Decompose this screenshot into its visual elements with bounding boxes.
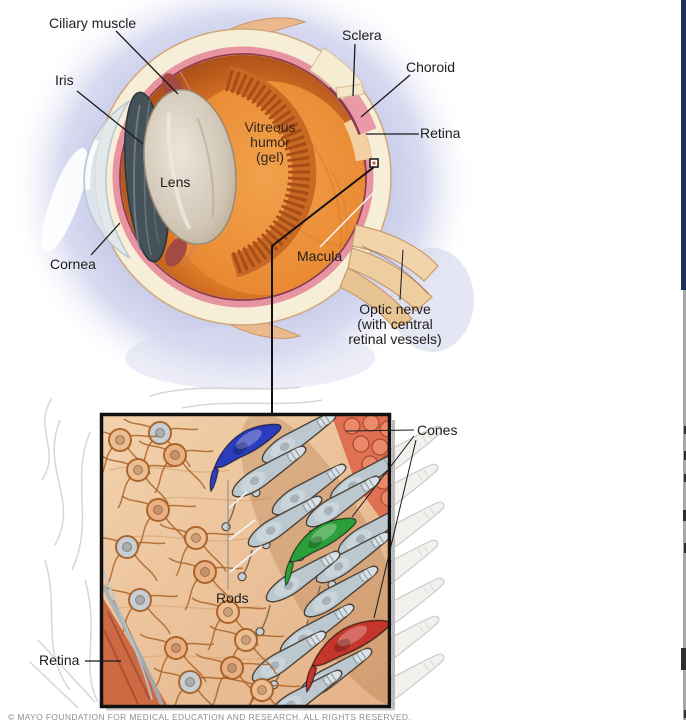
- optic-nerve-line-3: retinal vessels): [348, 331, 442, 347]
- edge-text-fragment: [681, 648, 686, 670]
- optic-nerve-line-2: (with central: [357, 316, 433, 332]
- label-choroid: Choroid: [406, 59, 456, 75]
- label-optic-nerve: Optic nerve (with central retinal vessel…: [330, 302, 460, 347]
- vitreous-line-1: Vitreous: [244, 119, 296, 135]
- edge-text-fragment: [683, 510, 686, 521]
- panel-border: [99, 412, 392, 709]
- cornea-structure: [83, 100, 131, 259]
- vitreous-line-2: humor: [250, 134, 290, 150]
- label-macula: Macula: [297, 248, 343, 264]
- copyright-text: © MAYO FOUNDATION FOR MEDICAL EDUCATION …: [8, 712, 412, 720]
- label-cones: Cones: [417, 422, 458, 438]
- retina-closeup-panel: [99, 412, 395, 711]
- optic-nerve-line-1: Optic nerve: [359, 301, 431, 317]
- label-rods: Rods: [216, 590, 249, 606]
- edge-text-fragment: [684, 543, 686, 553]
- label-retina-outer: Retina: [420, 125, 461, 141]
- macula-marker: [271, 158, 379, 413]
- notch-layers: [309, 47, 377, 162]
- leader-lines: [76, 30, 419, 662]
- ghost-sketch-lines: [29, 386, 323, 709]
- optic-nerve-structure: [339, 224, 439, 330]
- label-iris: Iris: [55, 72, 74, 88]
- label-vitreous-humor: Vitreous humor (gel): [225, 120, 315, 165]
- edge-text-fragment: [684, 710, 686, 718]
- lens-structure: [143, 88, 237, 246]
- edge-text-fragment: [684, 451, 686, 460]
- label-retina-inset: Retina: [39, 652, 80, 668]
- eye-cross-section: [83, 17, 439, 339]
- edge-text-fragment: [684, 474, 686, 482]
- label-cornea: Cornea: [50, 256, 96, 272]
- label-ciliary-muscle: Ciliary muscle: [49, 15, 137, 31]
- label-sclera: Sclera: [342, 27, 382, 43]
- right-edge-gray-bar: [683, 290, 686, 720]
- right-edge-navy-bar: [681, 0, 686, 290]
- vitreous-line-3: (gel): [255, 149, 284, 165]
- edge-text-fragment: [684, 426, 686, 434]
- white-pointer-lines: [228, 187, 379, 573]
- label-lens: Lens: [160, 174, 191, 190]
